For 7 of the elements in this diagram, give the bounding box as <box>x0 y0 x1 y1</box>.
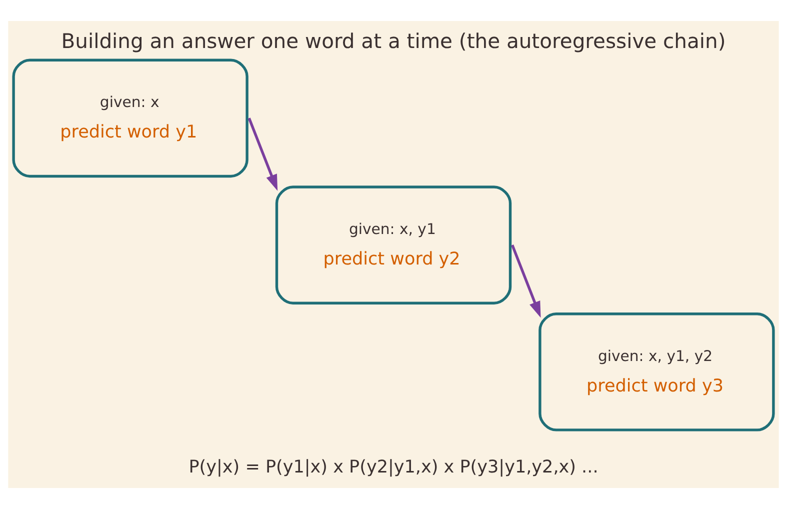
diagram-title: Building an answer one word at a time (the autoregressive chain) <box>61 28 726 52</box>
node-box: given: x, y1, y2 predict word y3 <box>538 312 775 431</box>
node-box: given: x, y1 predict word y2 <box>275 185 512 304</box>
label: P(y|x) = P(y1|x) x P(y2|y1,x) x P(y3|y1,y2,x) ... <box>188 456 598 477</box>
node-box: given: x predict word y1 <box>12 58 248 178</box>
arrow <box>511 244 541 318</box>
arrow <box>248 117 278 190</box>
